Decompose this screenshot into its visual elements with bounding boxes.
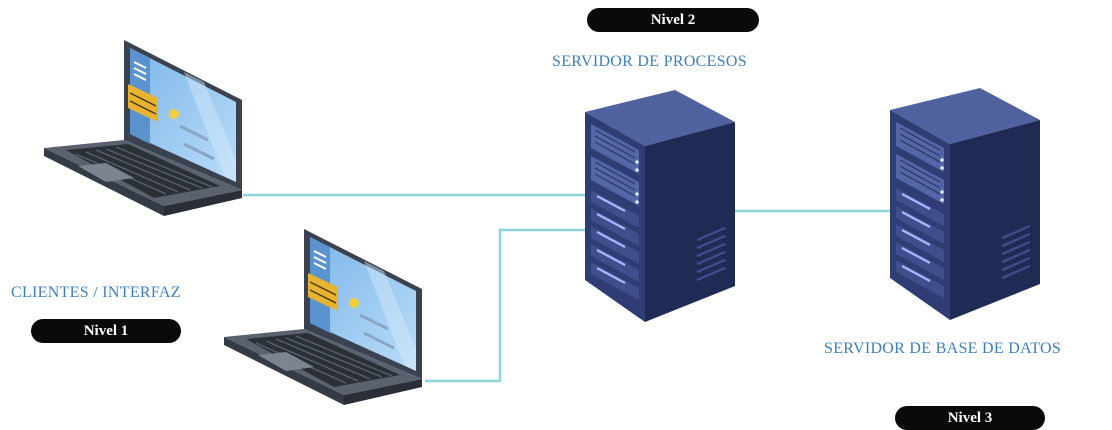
- tier1-badge: Nivel 1: [31, 319, 181, 343]
- tier2-badge: Nivel 2: [587, 8, 759, 32]
- tier2-label: SERVIDOR DE PROCESOS: [552, 53, 747, 70]
- tier3-badge: Nivel 3: [895, 406, 1045, 430]
- server-icon: [888, 86, 1042, 322]
- tier1-label: CLIENTES / INTERFAZ: [11, 284, 181, 301]
- server-icon: [583, 88, 737, 324]
- tier3-label: SERVIDOR DE BASE DE DATOS: [824, 340, 1062, 357]
- laptop-icon: [42, 38, 244, 218]
- connector-client-bottom: [425, 228, 585, 383]
- laptop-icon: [222, 227, 424, 407]
- connector-lines: [243, 193, 890, 383]
